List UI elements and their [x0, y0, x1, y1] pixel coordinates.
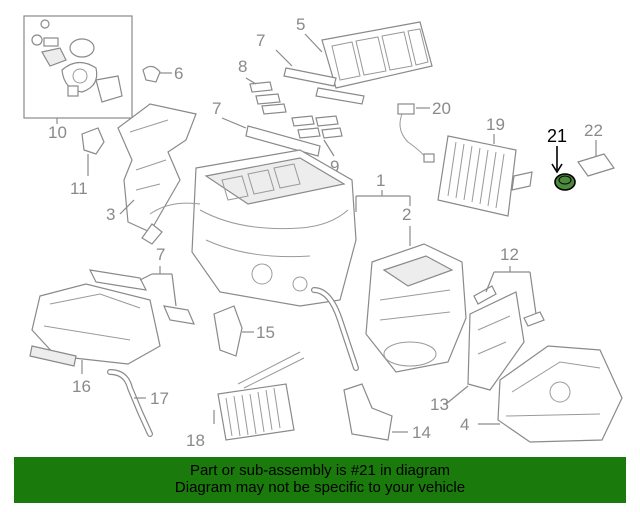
- inset-box-part-11: [23, 15, 133, 119]
- callout-2: 2: [402, 205, 411, 224]
- callout-22: 20: [432, 99, 451, 118]
- callout-7: 7: [156, 245, 165, 264]
- callout-1: 1: [376, 171, 385, 190]
- callout-8: 7: [212, 99, 221, 118]
- callout-21: 21: [547, 126, 567, 146]
- callout-6: 6: [174, 64, 183, 83]
- callout-10: 7: [256, 31, 265, 50]
- part-5-filter-frame: [321, 21, 433, 89]
- part-23-cover: [577, 153, 615, 177]
- callout-15: 14: [412, 423, 431, 442]
- part-7-filters: [88, 269, 195, 325]
- banner-line-1: Part or sub-assembly is #21 in diagram: [189, 462, 451, 479]
- callout-16: 15: [256, 323, 275, 342]
- part-9-seals-upper: [249, 81, 287, 115]
- part-2-blower-case: [365, 243, 467, 373]
- banner-line-2: Diagram may not be specific to your vehi…: [174, 479, 466, 496]
- callout-5: 5: [296, 15, 305, 34]
- part-20-evaporator: [437, 135, 533, 217]
- part-9-seals-lower: [291, 115, 343, 139]
- part-21-highlighted: [554, 173, 576, 191]
- callout-17: 16: [72, 377, 91, 396]
- callout-18: 17: [150, 389, 169, 408]
- callout-23: 22: [584, 121, 603, 140]
- part-13-seals: [473, 285, 545, 327]
- info-banner: Part or sub-assembly is #21 in diagram D…: [14, 457, 626, 503]
- part-4-case-half: [497, 345, 623, 443]
- callout-13: 12: [500, 245, 519, 264]
- main-hvac-housing: [141, 149, 357, 307]
- callout-20: 19: [486, 115, 505, 134]
- callout-12: 11: [70, 179, 88, 198]
- callout-4: 4: [460, 415, 469, 434]
- callout-11: 10: [48, 123, 67, 142]
- part-22-sensor: [397, 103, 435, 163]
- callout-19: 18: [186, 431, 205, 450]
- part-6-clip: [142, 65, 161, 83]
- callout-14: 13: [430, 395, 449, 414]
- part-17-lower-duct: [29, 283, 161, 367]
- part-19-heater-core: [217, 351, 305, 441]
- part-3-duct: [117, 103, 197, 233]
- part-14-panel: [467, 291, 525, 391]
- part-12-actuator: [81, 127, 105, 155]
- part-8-strip: [245, 125, 321, 157]
- callout-3: 3: [106, 205, 115, 224]
- part-10-strips: [283, 67, 365, 105]
- callout-9-lower: 9: [330, 157, 339, 176]
- part-15-duct-piece: [343, 383, 393, 441]
- callout-9-upper: 8: [238, 57, 247, 76]
- part-16-bracket: [213, 305, 243, 357]
